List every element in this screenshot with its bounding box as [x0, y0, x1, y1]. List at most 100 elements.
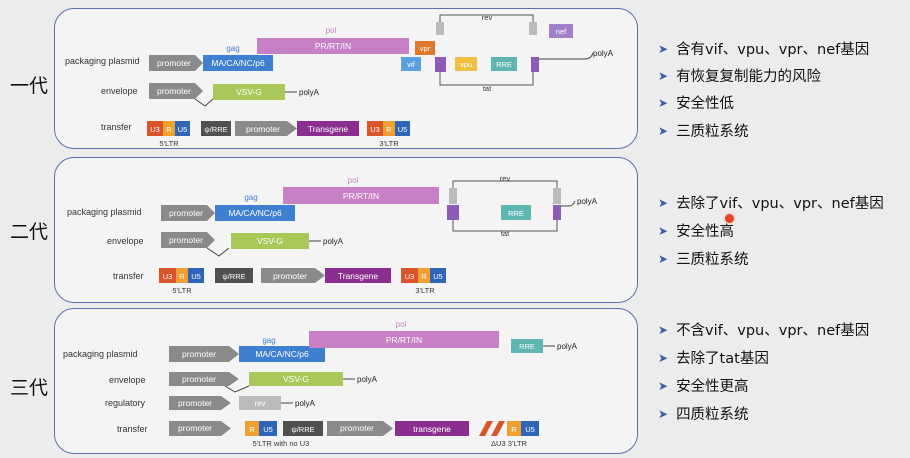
transgene-box [395, 421, 469, 436]
polyA-label: polyA [557, 342, 578, 351]
polyA-label: polyA [299, 88, 320, 97]
bullet-item: ➤三质粒系统 [658, 123, 749, 141]
promoter-arrow: promoter [169, 396, 231, 410]
r-box [176, 268, 188, 283]
row-label-transfer: transfer [113, 271, 144, 281]
polyA-label: polyA [593, 49, 614, 58]
promoter-arrow: promoter [235, 121, 297, 136]
svg-text:R: R [386, 125, 392, 134]
pol-label: pol [326, 26, 337, 35]
svg-text:promoter: promoter [157, 58, 191, 68]
pointer-dot-icon [725, 214, 734, 223]
vsvg-box [249, 372, 343, 386]
promoter-arrow: promoter [149, 55, 203, 71]
u5-box [521, 421, 539, 436]
svg-text:U3: U3 [150, 125, 160, 134]
splice-line [206, 247, 230, 257]
generation-2-label: 二代 [10, 221, 49, 243]
row-label-packaging-plasmid: packaging plasmid [63, 349, 138, 359]
polyA-label: polyA [357, 375, 378, 384]
u5-box [188, 268, 204, 283]
svg-text:U5: U5 [191, 272, 201, 281]
svg-text:promoter: promoter [182, 374, 216, 384]
svg-text:promoter: promoter [178, 398, 212, 408]
pol-box [257, 38, 409, 54]
rev-bracket [439, 14, 534, 22]
second-generation-diagram: packaging plasmid envelope transfer prom… [67, 174, 598, 295]
generation-3-label: 三代 [10, 377, 49, 399]
u3-box [147, 121, 163, 136]
svg-text:R: R [511, 425, 517, 434]
bullet-item: ➤安全性低 [658, 95, 735, 113]
u3-box [401, 268, 418, 283]
bullet-item: ➤去除了vif、vpu、vpr、nef基因 [658, 195, 884, 213]
svg-text:VSV-G: VSV-G [236, 87, 262, 97]
polyA-label: polyA [323, 237, 344, 246]
svg-text:rev: rev [254, 399, 265, 408]
svg-text:promoter: promoter [246, 124, 280, 134]
vsvg-box [213, 84, 285, 100]
gag-label: gag [226, 44, 239, 53]
svg-text:RRE: RRE [519, 342, 535, 351]
tat-label: tat [501, 229, 510, 238]
bullet-arrow-icon: ➤ [658, 223, 669, 238]
rev-bracket [452, 180, 558, 188]
bullet-item: ➤有恢复复制能力的风险 [658, 68, 822, 86]
bullet-item: ➤去除了tat基因 [658, 350, 769, 368]
bullet-item: ➤不含vif、vpu、vpr、nef基因 [658, 322, 870, 340]
rev-label: rev [500, 174, 511, 183]
psi-rre-box [283, 421, 323, 436]
r-box [245, 421, 259, 436]
u5-box [175, 121, 190, 136]
vpu-box [455, 57, 477, 71]
svg-text:R: R [179, 272, 185, 281]
svg-text:nef: nef [556, 27, 567, 36]
panel-second-generation: packaging plasmid envelope transfer prom… [54, 157, 638, 303]
ltr3-label: 3'LTR [379, 139, 399, 148]
svg-text:VSV-G: VSV-G [257, 236, 283, 246]
ltr5-label: 5'LTR [172, 286, 192, 295]
psi-rre-box [201, 121, 231, 136]
svg-text:promoter: promoter [182, 349, 216, 359]
r-box [418, 268, 430, 283]
tat-exon-2 [531, 57, 539, 72]
svg-text:U3: U3 [405, 272, 415, 281]
vsvg-box [231, 233, 309, 249]
rev-exon-2 [529, 22, 537, 35]
bullet-arrow-icon: ➤ [658, 68, 669, 83]
u5-box [395, 121, 410, 136]
svg-text:Transgene: Transgene [308, 124, 349, 134]
svg-text:MA/CA/NC/p6: MA/CA/NC/p6 [228, 208, 282, 218]
svg-text:promoter: promoter [169, 235, 203, 245]
svg-text:U3: U3 [163, 272, 173, 281]
vif-box [401, 57, 421, 71]
svg-text:vif: vif [407, 60, 415, 69]
u5-box [259, 421, 277, 436]
svg-text:U5: U5 [525, 425, 535, 434]
rev-exon-1 [449, 188, 457, 204]
u5-box [430, 268, 446, 283]
third-generation-diagram: packaging plasmid envelope regulatory tr… [63, 320, 578, 448]
svg-text:U5: U5 [178, 125, 188, 134]
pol-label: pol [348, 176, 359, 185]
svg-text:promoter: promoter [157, 86, 191, 96]
bullet-arrow-icon: ➤ [658, 41, 669, 56]
row-label-envelope: envelope [101, 86, 138, 96]
tat-bracket [452, 220, 558, 232]
pol-box [283, 187, 439, 204]
svg-text:ψ/RRE: ψ/RRE [204, 125, 227, 134]
panel-third-generation: packaging plasmid envelope regulatory tr… [54, 308, 638, 454]
svg-text:VSV-G: VSV-G [283, 374, 309, 384]
bullet-item: ➤安全性更高 [658, 378, 749, 396]
generation-1-label: 一代 [10, 75, 49, 97]
bullet-arrow-icon: ➤ [658, 95, 669, 110]
ltr3-delta-label: ΔU3 3'LTR [491, 439, 527, 448]
bullet-item: ➤安全性高 [658, 223, 735, 241]
svg-text:promoter: promoter [178, 423, 212, 433]
svg-text:ψ/RRE: ψ/RRE [291, 425, 314, 434]
svg-text:U5: U5 [263, 425, 273, 434]
r-box [507, 421, 521, 436]
svg-text:transgene: transgene [413, 424, 451, 434]
u3-box [159, 268, 176, 283]
promoter-arrow: promoter [327, 421, 393, 436]
